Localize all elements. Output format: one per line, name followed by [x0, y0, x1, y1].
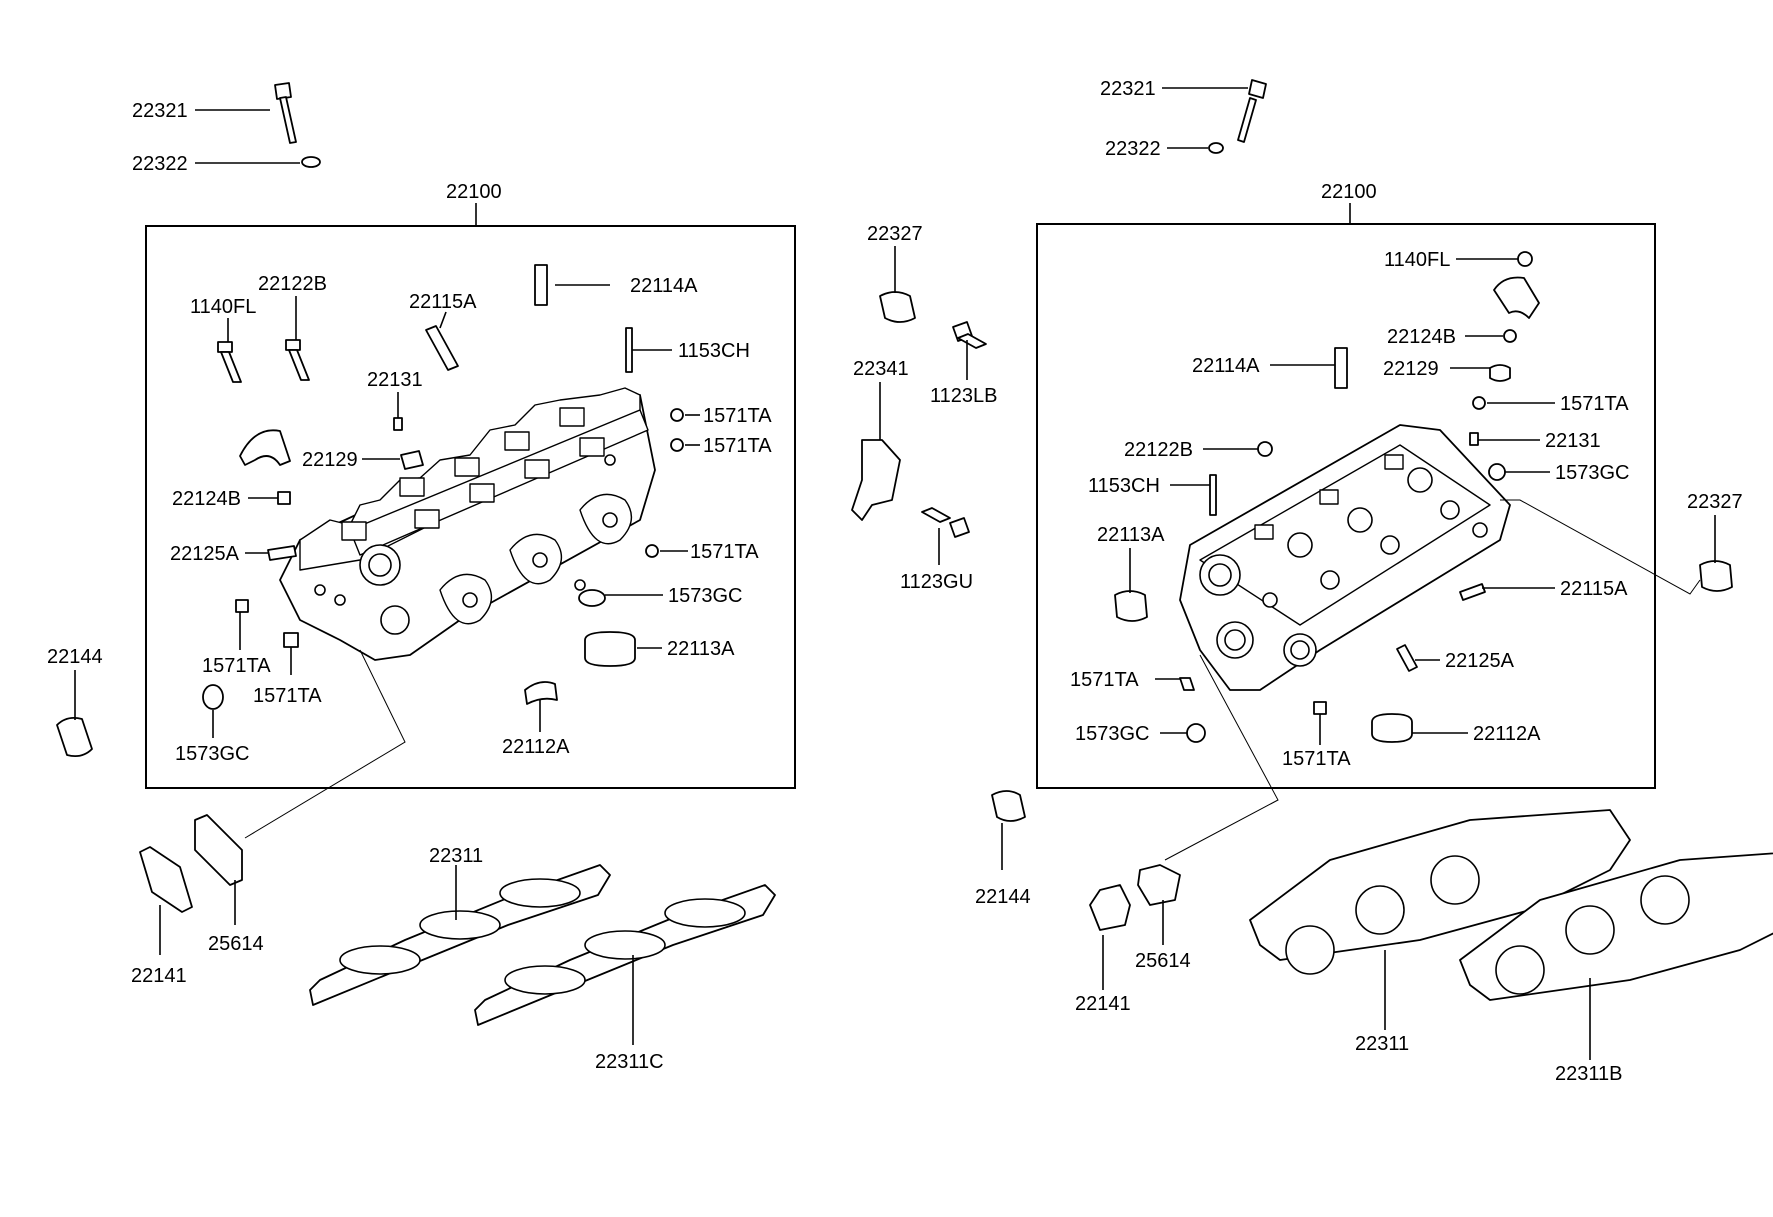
part-label: 22113A	[1097, 524, 1165, 546]
part-label: 22124B	[1387, 326, 1456, 348]
leader-lines	[74, 87, 1716, 1060]
part-label: 1123LB	[930, 385, 997, 407]
right-cylinder-head-drawing	[1179, 424, 1511, 691]
part-label: 22112A	[502, 736, 570, 758]
part-label: 22327	[867, 223, 923, 245]
right-gaskets	[1089, 809, 1773, 1001]
part-label: 22113A	[667, 638, 735, 660]
part-label: 1573GC	[175, 743, 250, 765]
part-label: 22322	[1105, 138, 1161, 160]
part-label: 22311	[1355, 1033, 1409, 1055]
part-label: 22114A	[630, 275, 698, 297]
part-label: 22131	[367, 369, 423, 391]
part-label: 22341	[853, 358, 909, 380]
part-label: 22311	[429, 845, 483, 867]
part-label: 1140FL	[190, 296, 256, 318]
part-label: 1571TA	[1282, 748, 1351, 770]
part-label: 22322	[132, 153, 188, 175]
part-label: 1153CH	[1088, 475, 1160, 497]
part-label: 1571TA	[703, 405, 772, 427]
part-label: 22131	[1545, 430, 1601, 452]
part-label: 22129	[302, 449, 358, 471]
part-label: 1571TA	[1560, 393, 1629, 415]
middle-parts	[851, 291, 1026, 822]
part-label: 1573GC	[668, 585, 743, 607]
right-labels: 22100 22321 22322 1140FL 22124B 22114A 2…	[1070, 78, 1743, 1085]
part-label: 22327	[1687, 491, 1743, 513]
part-label: 1573GC	[1555, 462, 1630, 484]
right-small-parts	[1114, 79, 1733, 743]
middle-labels: 22327 1123LB 22341 1123GU 22144	[853, 223, 1031, 908]
part-label: 1153CH	[678, 340, 750, 362]
left-gaskets	[139, 814, 776, 1026]
part-label: 22115A	[1560, 578, 1628, 600]
part-label: 22125A	[170, 543, 240, 565]
part-label: 22141	[131, 965, 187, 987]
assembly-label-left: 22100	[446, 181, 502, 203]
part-label: 22144	[975, 886, 1031, 908]
part-label: 1571TA	[253, 685, 322, 707]
part-label: 22124B	[172, 488, 241, 510]
part-label: 1571TA	[703, 435, 772, 457]
part-label: 22321	[132, 100, 188, 122]
part-label: 22115A	[409, 291, 477, 313]
part-label: 22141	[1075, 993, 1131, 1015]
part-label: 22125A	[1445, 650, 1515, 672]
right-assembly-frame	[1036, 223, 1656, 789]
part-label: 1571TA	[202, 655, 271, 677]
left-cylinder-head-drawing	[279, 387, 656, 661]
part-label: 1140FL	[1384, 249, 1450, 271]
part-label: 25614	[1135, 950, 1191, 972]
left-cam-seal	[56, 716, 93, 758]
part-label: 22114A	[1192, 355, 1260, 377]
left-assembly-frame	[145, 225, 796, 789]
part-label: 22311B	[1555, 1063, 1622, 1085]
part-label: 1571TA	[690, 541, 759, 563]
part-label: 1571TA	[1070, 669, 1139, 691]
assembly-label-right: 22100	[1321, 181, 1377, 203]
part-label: 1573GC	[1075, 723, 1150, 745]
part-label: 22321	[1100, 78, 1156, 100]
part-label: 22122B	[258, 273, 327, 295]
part-label: 22122B	[1124, 439, 1193, 461]
part-label: 22311C	[595, 1051, 664, 1073]
part-label: 22112A	[1473, 723, 1541, 745]
part-label: 1123GU	[900, 571, 973, 593]
part-label: 22144	[47, 646, 103, 668]
left-small-parts	[202, 82, 684, 710]
part-label: 22129	[1383, 358, 1439, 380]
part-label: 25614	[208, 933, 264, 955]
left-labels: 22100 22321 22322 22122B 1140FL 22115A 2…	[47, 100, 772, 1073]
